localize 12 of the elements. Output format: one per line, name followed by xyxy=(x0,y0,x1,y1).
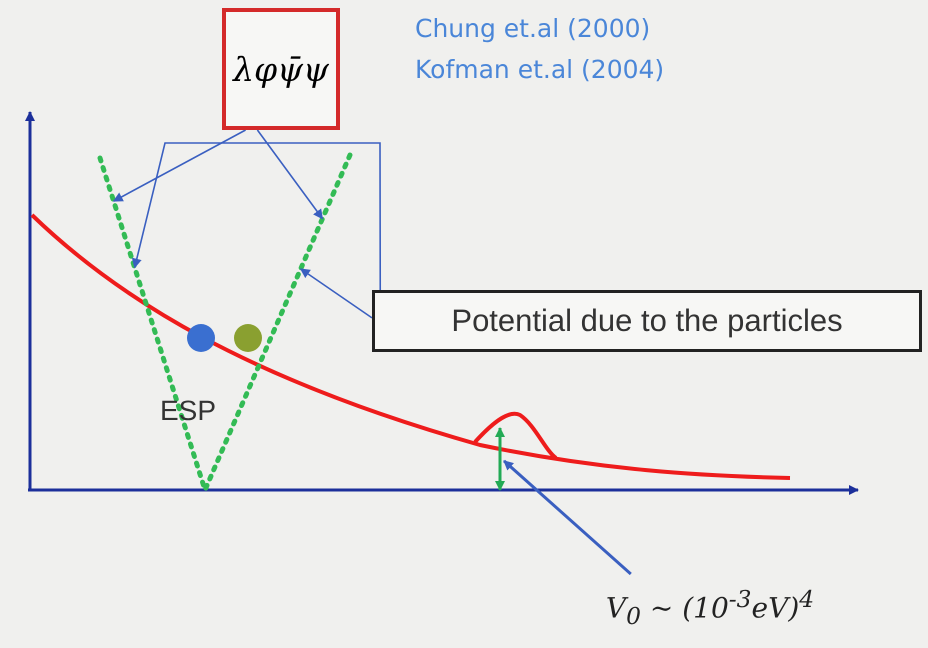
double-arrow xyxy=(495,427,505,491)
arrow xyxy=(503,460,632,576)
formula-label: V$_{0}$ ∼ (10$^{-3}$eV)$^{4}$ xyxy=(530,585,890,640)
arrow xyxy=(112,129,246,202)
citation: Kofman et.al (2004) xyxy=(415,55,664,84)
formula-box: λφψ̄ψ xyxy=(222,8,340,130)
arrow xyxy=(256,130,324,220)
point-label: ESP xyxy=(160,395,216,427)
callout-box: Potential due to the particles xyxy=(372,290,922,352)
arrow xyxy=(300,268,372,319)
arrow xyxy=(132,142,382,290)
citation: Chung et.al (2000) xyxy=(415,14,650,43)
